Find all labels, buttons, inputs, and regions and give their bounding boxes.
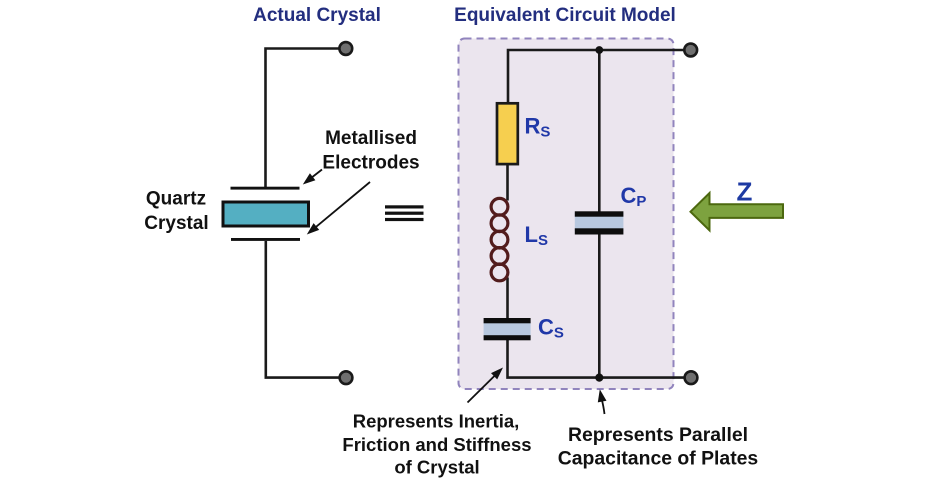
svg-text:Z: Z xyxy=(737,177,753,207)
svg-text:Equivalent Circuit Model: Equivalent Circuit Model xyxy=(454,5,676,26)
svg-text:Electrodes: Electrodes xyxy=(322,152,419,173)
svg-text:Represents Inertia,: Represents Inertia, xyxy=(353,411,520,432)
svg-text:Friction and Stiffness: Friction and Stiffness xyxy=(342,434,531,455)
svg-text:Capacitance of Plates: Capacitance of Plates xyxy=(558,447,758,469)
svg-text:Represents Parallel: Represents Parallel xyxy=(568,424,748,446)
svg-text:Quartz: Quartz xyxy=(146,188,206,209)
svg-text:of Crystal: of Crystal xyxy=(394,456,479,477)
svg-text:Metallised: Metallised xyxy=(325,128,417,149)
svg-text:Crystal: Crystal xyxy=(144,213,208,234)
svg-text:Actual Crystal: Actual Crystal xyxy=(253,5,381,26)
